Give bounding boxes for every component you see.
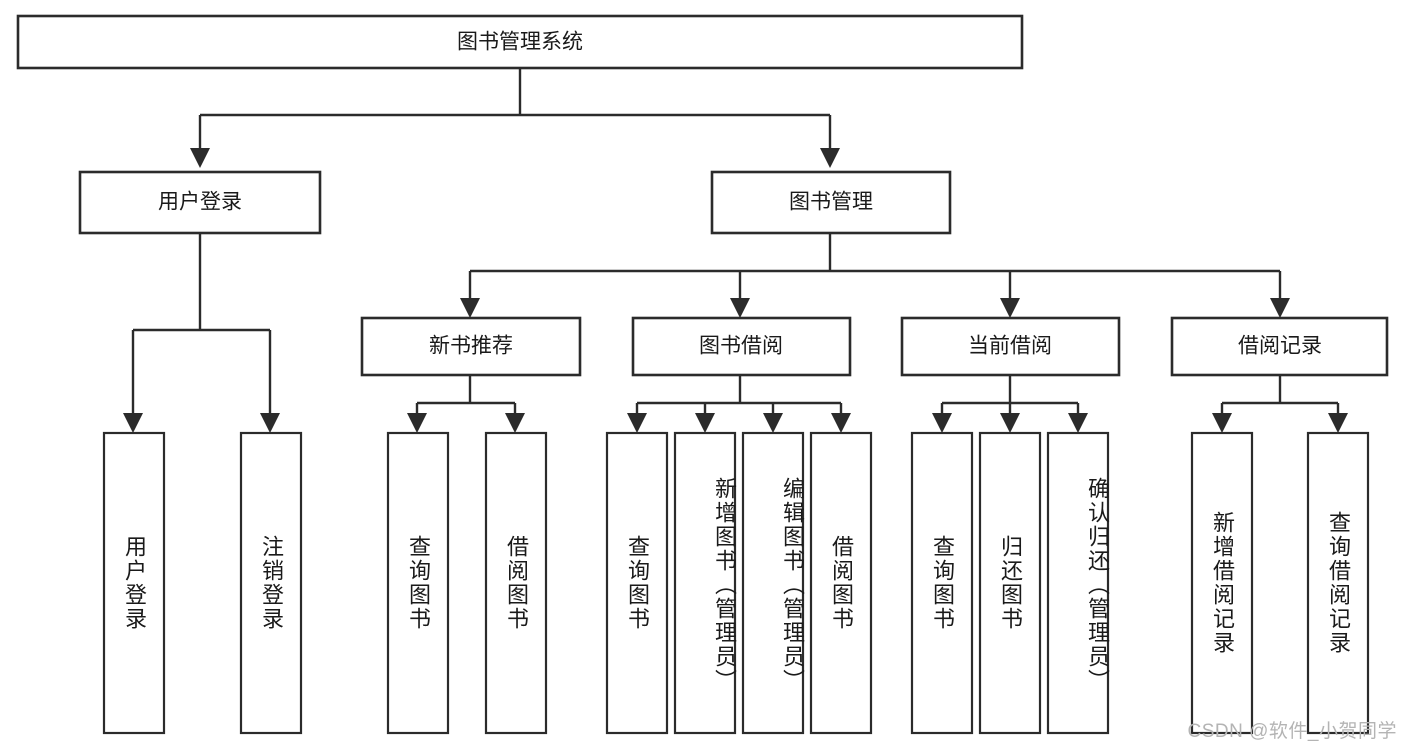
- leaf-box-layer: [102, 431, 1370, 735]
- connector-layer: [123, 68, 1348, 433]
- arrow-leaf-borrow-book-2: [831, 413, 851, 433]
- node-borrow-record-label: 借阅记录: [1238, 335, 1322, 358]
- node-book-borrow-box[interactable]: [631, 316, 852, 377]
- arrow-leaf-edit-book: [763, 413, 783, 433]
- node-borrow-record-box[interactable]: [1170, 316, 1389, 377]
- node-new-book-recommend[interactable]: 新书推荐: [360, 316, 582, 377]
- node-new-book-recommend-label: 新书推荐: [429, 335, 513, 358]
- node-new-book-recommend-box[interactable]: [360, 316, 582, 377]
- arrow-leaf-borrow-book-1: [505, 413, 525, 433]
- arrow-book-manage: [820, 148, 840, 168]
- node-user-login-label: 用户登录: [158, 191, 242, 214]
- node-user-login[interactable]: 用户登录: [78, 170, 322, 235]
- leaf-borrow-book-2-box[interactable]: [809, 431, 873, 735]
- leaf-add-record-box[interactable]: [1190, 431, 1254, 735]
- arrow-leaf-add-book: [695, 413, 715, 433]
- arrow-new-book-recommend: [460, 298, 480, 318]
- arrow-current-borrow: [1000, 298, 1020, 318]
- node-book-manage[interactable]: 图书管理: [710, 170, 952, 235]
- leaf-query-book-2-box[interactable]: [605, 431, 669, 735]
- leaf-edit-book-box[interactable]: [741, 431, 805, 735]
- arrow-book-borrow: [730, 298, 750, 318]
- arrow-leaf-add-record: [1212, 413, 1232, 433]
- node-book-manage-label: 图书管理: [789, 191, 873, 214]
- node-root[interactable]: 图书管理系统: [16, 14, 1024, 70]
- leaf-return-book-box[interactable]: [978, 431, 1042, 735]
- node-book-manage-box[interactable]: [710, 170, 952, 235]
- leaf-borrow-book-1-box[interactable]: [484, 431, 548, 735]
- node-book-borrow[interactable]: 图书借阅: [631, 316, 852, 377]
- arrow-leaf-query-book-1: [407, 413, 427, 433]
- node-borrow-record[interactable]: 借阅记录: [1170, 316, 1389, 377]
- arrow-leaf-logout-login: [260, 413, 280, 433]
- leaf-query-record-box[interactable]: [1306, 431, 1370, 735]
- leaf-logout-login-box[interactable]: [239, 431, 303, 735]
- leaf-query-book-1-box[interactable]: [386, 431, 450, 735]
- arrow-leaf-query-book-3: [932, 413, 952, 433]
- arrow-leaf-confirm-return: [1068, 413, 1088, 433]
- node-user-login-box[interactable]: [78, 170, 322, 235]
- leaf-query-book-3-box[interactable]: [910, 431, 974, 735]
- node-book-borrow-label: 图书借阅: [699, 335, 783, 358]
- leaf-user-login-box[interactable]: [102, 431, 166, 735]
- arrow-leaf-query-record: [1328, 413, 1348, 433]
- node-root-label: 图书管理系统: [457, 31, 583, 54]
- arrow-leaf-query-book-2: [627, 413, 647, 433]
- arrow-user-login: [190, 148, 210, 168]
- arrow-leaf-return-book: [1000, 413, 1020, 433]
- node-current-borrow-label: 当前借阅: [968, 335, 1052, 358]
- arrow-borrow-record: [1270, 298, 1290, 318]
- watermark-text: CSDN @软件_小贺同学: [1187, 721, 1397, 742]
- leaf-confirm-return-box[interactable]: [1046, 431, 1110, 735]
- node-current-borrow-box[interactable]: [900, 316, 1121, 377]
- node-current-borrow[interactable]: 当前借阅: [900, 316, 1121, 377]
- arrow-leaf-user-login: [123, 413, 143, 433]
- leaf-add-book-box[interactable]: [673, 431, 737, 735]
- node-root-box[interactable]: [16, 14, 1024, 70]
